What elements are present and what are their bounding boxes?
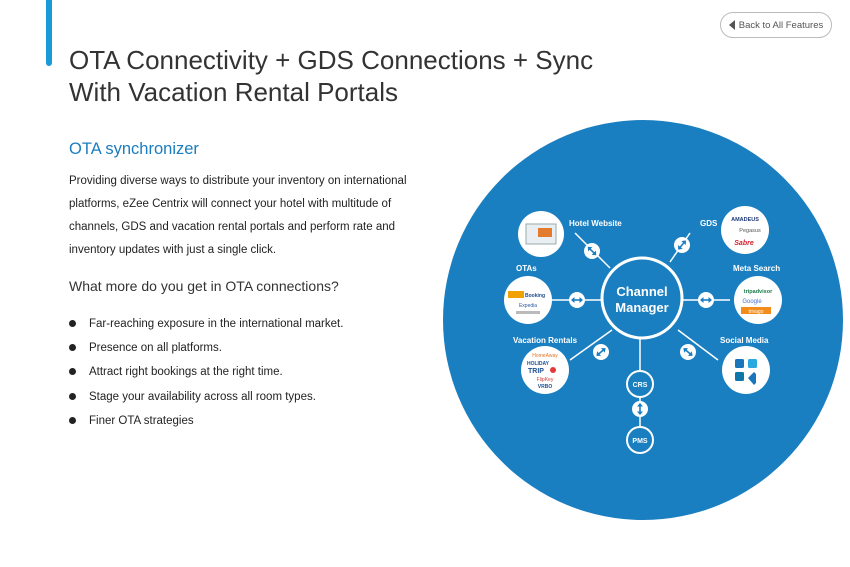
ota-logo-badge-icon: [508, 291, 524, 298]
channel-manager-node: [600, 256, 684, 340]
meta-logo-1: tripadvisor: [744, 289, 773, 295]
bullet-icon: [69, 416, 76, 424]
crs-node: [626, 370, 654, 398]
list-item: Finer OTA strategies: [69, 409, 343, 433]
otas-label: OTAs: [516, 264, 537, 273]
list-item: Far-reaching exposure in the internation…: [69, 312, 343, 336]
megaphone-icon: [748, 372, 756, 385]
vr-logo-4: FlipKey: [537, 377, 554, 383]
crs-label: CRS: [633, 382, 648, 389]
vr-logo-1: HomeAway: [532, 353, 558, 359]
center-label-line2: Manager: [615, 300, 668, 315]
list-item-text: Presence on all platforms.: [89, 342, 222, 355]
list-item: Presence on all platforms.: [69, 336, 343, 360]
otas-node: [504, 276, 552, 324]
connector-nodes: [569, 237, 714, 417]
vr-logo-5: VRBO: [538, 384, 553, 390]
vr-logo-2: HOLIDAY: [527, 361, 550, 367]
feature-list: Far-reaching exposure in the internation…: [69, 312, 343, 433]
section-description: Providing diverse ways to distribute you…: [69, 175, 407, 256]
ota-logo-strip-icon: [516, 311, 540, 314]
ota-logo-2: Expedia: [519, 303, 537, 309]
gds-logo-1: AMADEUS: [731, 217, 759, 223]
vacation-rentals-label: Vacation Rentals: [513, 336, 578, 345]
bullet-icon: [69, 320, 76, 327]
ota-logo-1: Booking: [525, 293, 545, 299]
linkedin-icon: [735, 372, 744, 381]
meta-logo-2: Google: [742, 299, 762, 305]
social-media-label: Social Media: [720, 336, 769, 345]
website-image-icon: [538, 228, 552, 237]
facebook-icon: [735, 359, 744, 368]
list-item: Stage your availability across all room …: [69, 385, 343, 409]
bullet-icon: [69, 368, 76, 376]
vr-logo-3: TRIP: [528, 368, 544, 375]
center-label-line1: Channel: [616, 284, 667, 299]
gds-node: [721, 206, 769, 254]
section-subheading: OTA synchronizer: [69, 140, 199, 158]
social-media-node: [722, 346, 770, 394]
gds-logo-3: Sabre: [734, 240, 754, 247]
gds-logo-2: Pegasus: [739, 228, 761, 234]
twitter-icon: [748, 359, 757, 368]
back-arrow-icon: [728, 20, 735, 30]
pms-label: PMS: [632, 438, 648, 445]
meta-search-label: Meta Search: [733, 264, 780, 273]
meta-logo-3: trivago: [748, 309, 763, 315]
gds-label: GDS: [700, 219, 718, 228]
features-question: What more do you get in OTA connections?: [69, 278, 339, 294]
pms-node: [626, 426, 654, 454]
bullet-icon: [69, 392, 76, 400]
page-title: OTA Connectivity + GDS Connections + Syn…: [69, 45, 594, 107]
back-button-label: Back to All Features: [738, 19, 824, 31]
vacation-rentals-node: [521, 346, 569, 394]
vr-logo-dot-icon: [550, 367, 556, 373]
hotel-website-label: Hotel Website: [569, 219, 622, 228]
accent-bar: [46, 0, 52, 66]
back-to-features-button[interactable]: Back to All Features: [720, 12, 832, 38]
bullet-icon: [69, 344, 76, 352]
list-item: Attract right bookings at the right time…: [69, 360, 343, 384]
list-item-text: Attract right bookings at the right time…: [89, 366, 283, 379]
list-item-text: Stage your availability across all room …: [89, 390, 316, 403]
list-item-text: Finer OTA strategies: [89, 414, 194, 427]
meta-logo-badge-icon: [741, 307, 771, 314]
list-item-text: Far-reaching exposure in the internation…: [89, 318, 344, 330]
social-media-icons: [735, 359, 757, 385]
